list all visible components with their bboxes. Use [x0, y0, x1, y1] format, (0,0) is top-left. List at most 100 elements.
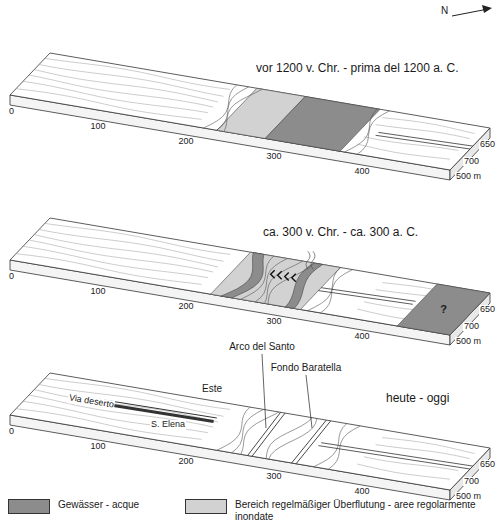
legend-swatch	[8, 499, 50, 514]
river-channel	[285, 263, 322, 308]
relief-contour	[268, 263, 314, 304]
map-label: Este	[201, 383, 223, 394]
map-label: 400	[353, 332, 370, 342]
contour-line	[29, 75, 213, 107]
water-area	[397, 284, 490, 335]
map-label: ca. 300 v. Chr. - ca. 300 a. C.	[262, 226, 419, 239]
map-label: 500 m	[455, 492, 482, 502]
map-label: 300	[265, 317, 282, 327]
map-label: 650	[479, 460, 496, 470]
legend-text: Gewässer - acque	[58, 499, 139, 511]
contour-line	[382, 438, 474, 454]
flow-chevron	[292, 274, 296, 282]
legend-swatch	[185, 499, 227, 514]
canal-line	[318, 291, 412, 305]
map-label: 0	[8, 272, 15, 282]
relief-contour	[241, 256, 274, 299]
contour-line	[39, 385, 224, 417]
legend-item: Bereich regelmäßiger Überflutung - aree …	[185, 499, 493, 522]
canal-line	[318, 446, 470, 469]
canal-line	[321, 443, 473, 466]
contour-line	[16, 409, 202, 440]
slab-top-face	[10, 53, 490, 170]
relief-contour	[217, 407, 250, 450]
contour-line	[34, 70, 218, 102]
relief-contour	[307, 268, 340, 311]
contour-line	[23, 81, 208, 112]
ditch-line	[252, 413, 285, 456]
map-label: 700	[463, 477, 480, 487]
map-label: 400	[353, 487, 370, 497]
relief-contour	[344, 109, 377, 152]
contour-line	[382, 118, 474, 134]
map-label: 100	[89, 122, 106, 132]
map-label: 0	[8, 427, 15, 437]
contour-line	[376, 125, 470, 139]
relief-contour	[241, 412, 279, 454]
canal-line	[321, 288, 415, 302]
map-label: 200	[177, 137, 194, 147]
map-label: Arco del Santo	[228, 341, 296, 352]
ditch-line	[248, 412, 281, 455]
north-arrow-head	[482, 5, 492, 13]
contour-line	[45, 58, 230, 89]
map-label: vor 1200 v. Chr. - prima del 1200 a. C.	[255, 62, 460, 75]
map-label: heute - oggi	[385, 392, 450, 405]
slab-top-face	[10, 373, 490, 490]
water-area	[265, 97, 380, 152]
contour-line	[364, 137, 458, 151]
map-label: 200	[177, 457, 194, 467]
river-channel	[221, 253, 264, 298]
flow-chevron	[278, 271, 282, 279]
contour-line	[16, 89, 202, 120]
contour-line	[39, 65, 224, 97]
relief-contour	[204, 85, 237, 128]
legend-text: Bereich regelmäßiger Überflutung - aree …	[235, 499, 493, 522]
smoke-symbol	[311, 251, 315, 269]
relief-contour	[224, 89, 262, 131]
north-arrow	[452, 9, 488, 16]
contour-line	[357, 144, 450, 159]
relief-contour	[265, 261, 303, 303]
slab-top-face	[10, 218, 490, 335]
map-label: N	[441, 5, 448, 16]
map-label: 700	[463, 157, 480, 167]
contour-line	[16, 254, 202, 285]
contour-line	[39, 230, 224, 262]
map-label: 400	[353, 167, 370, 177]
ditch-line	[292, 420, 327, 463]
contour-line	[34, 390, 218, 422]
flood-area	[211, 252, 341, 309]
legend-item: Gewässer - acque	[8, 499, 178, 514]
map-label: 100	[89, 442, 106, 452]
leader-line	[262, 354, 266, 428]
flow-chevron	[285, 273, 289, 281]
smoke-symbol	[306, 251, 310, 269]
flow-chevron	[271, 270, 275, 278]
contour-line	[357, 464, 450, 479]
map-label: 500 m	[455, 337, 482, 347]
map-label: 650	[479, 140, 496, 150]
contour-line	[45, 223, 230, 254]
map-label: 700	[463, 322, 480, 332]
contour-line	[34, 235, 218, 267]
map-label: 200	[177, 302, 194, 312]
map-label: S. Elena	[150, 420, 186, 430]
map-label: 300	[265, 472, 282, 482]
relief-contour	[357, 111, 389, 154]
map-label: Fondo Baratella	[270, 362, 343, 373]
map-label: 300	[265, 152, 282, 162]
relief-contour	[217, 87, 249, 130]
map-label: 650	[479, 305, 496, 315]
canal-line	[378, 132, 472, 146]
ditch-line	[296, 421, 331, 464]
map-label: 100	[89, 287, 106, 297]
map-label: 0	[8, 107, 15, 117]
contour-line	[364, 457, 458, 471]
map-label: 500 m	[455, 172, 482, 182]
canal-line	[376, 135, 470, 149]
contour-line	[23, 246, 208, 277]
map-label: ?	[440, 303, 447, 315]
leader-line	[306, 375, 312, 428]
